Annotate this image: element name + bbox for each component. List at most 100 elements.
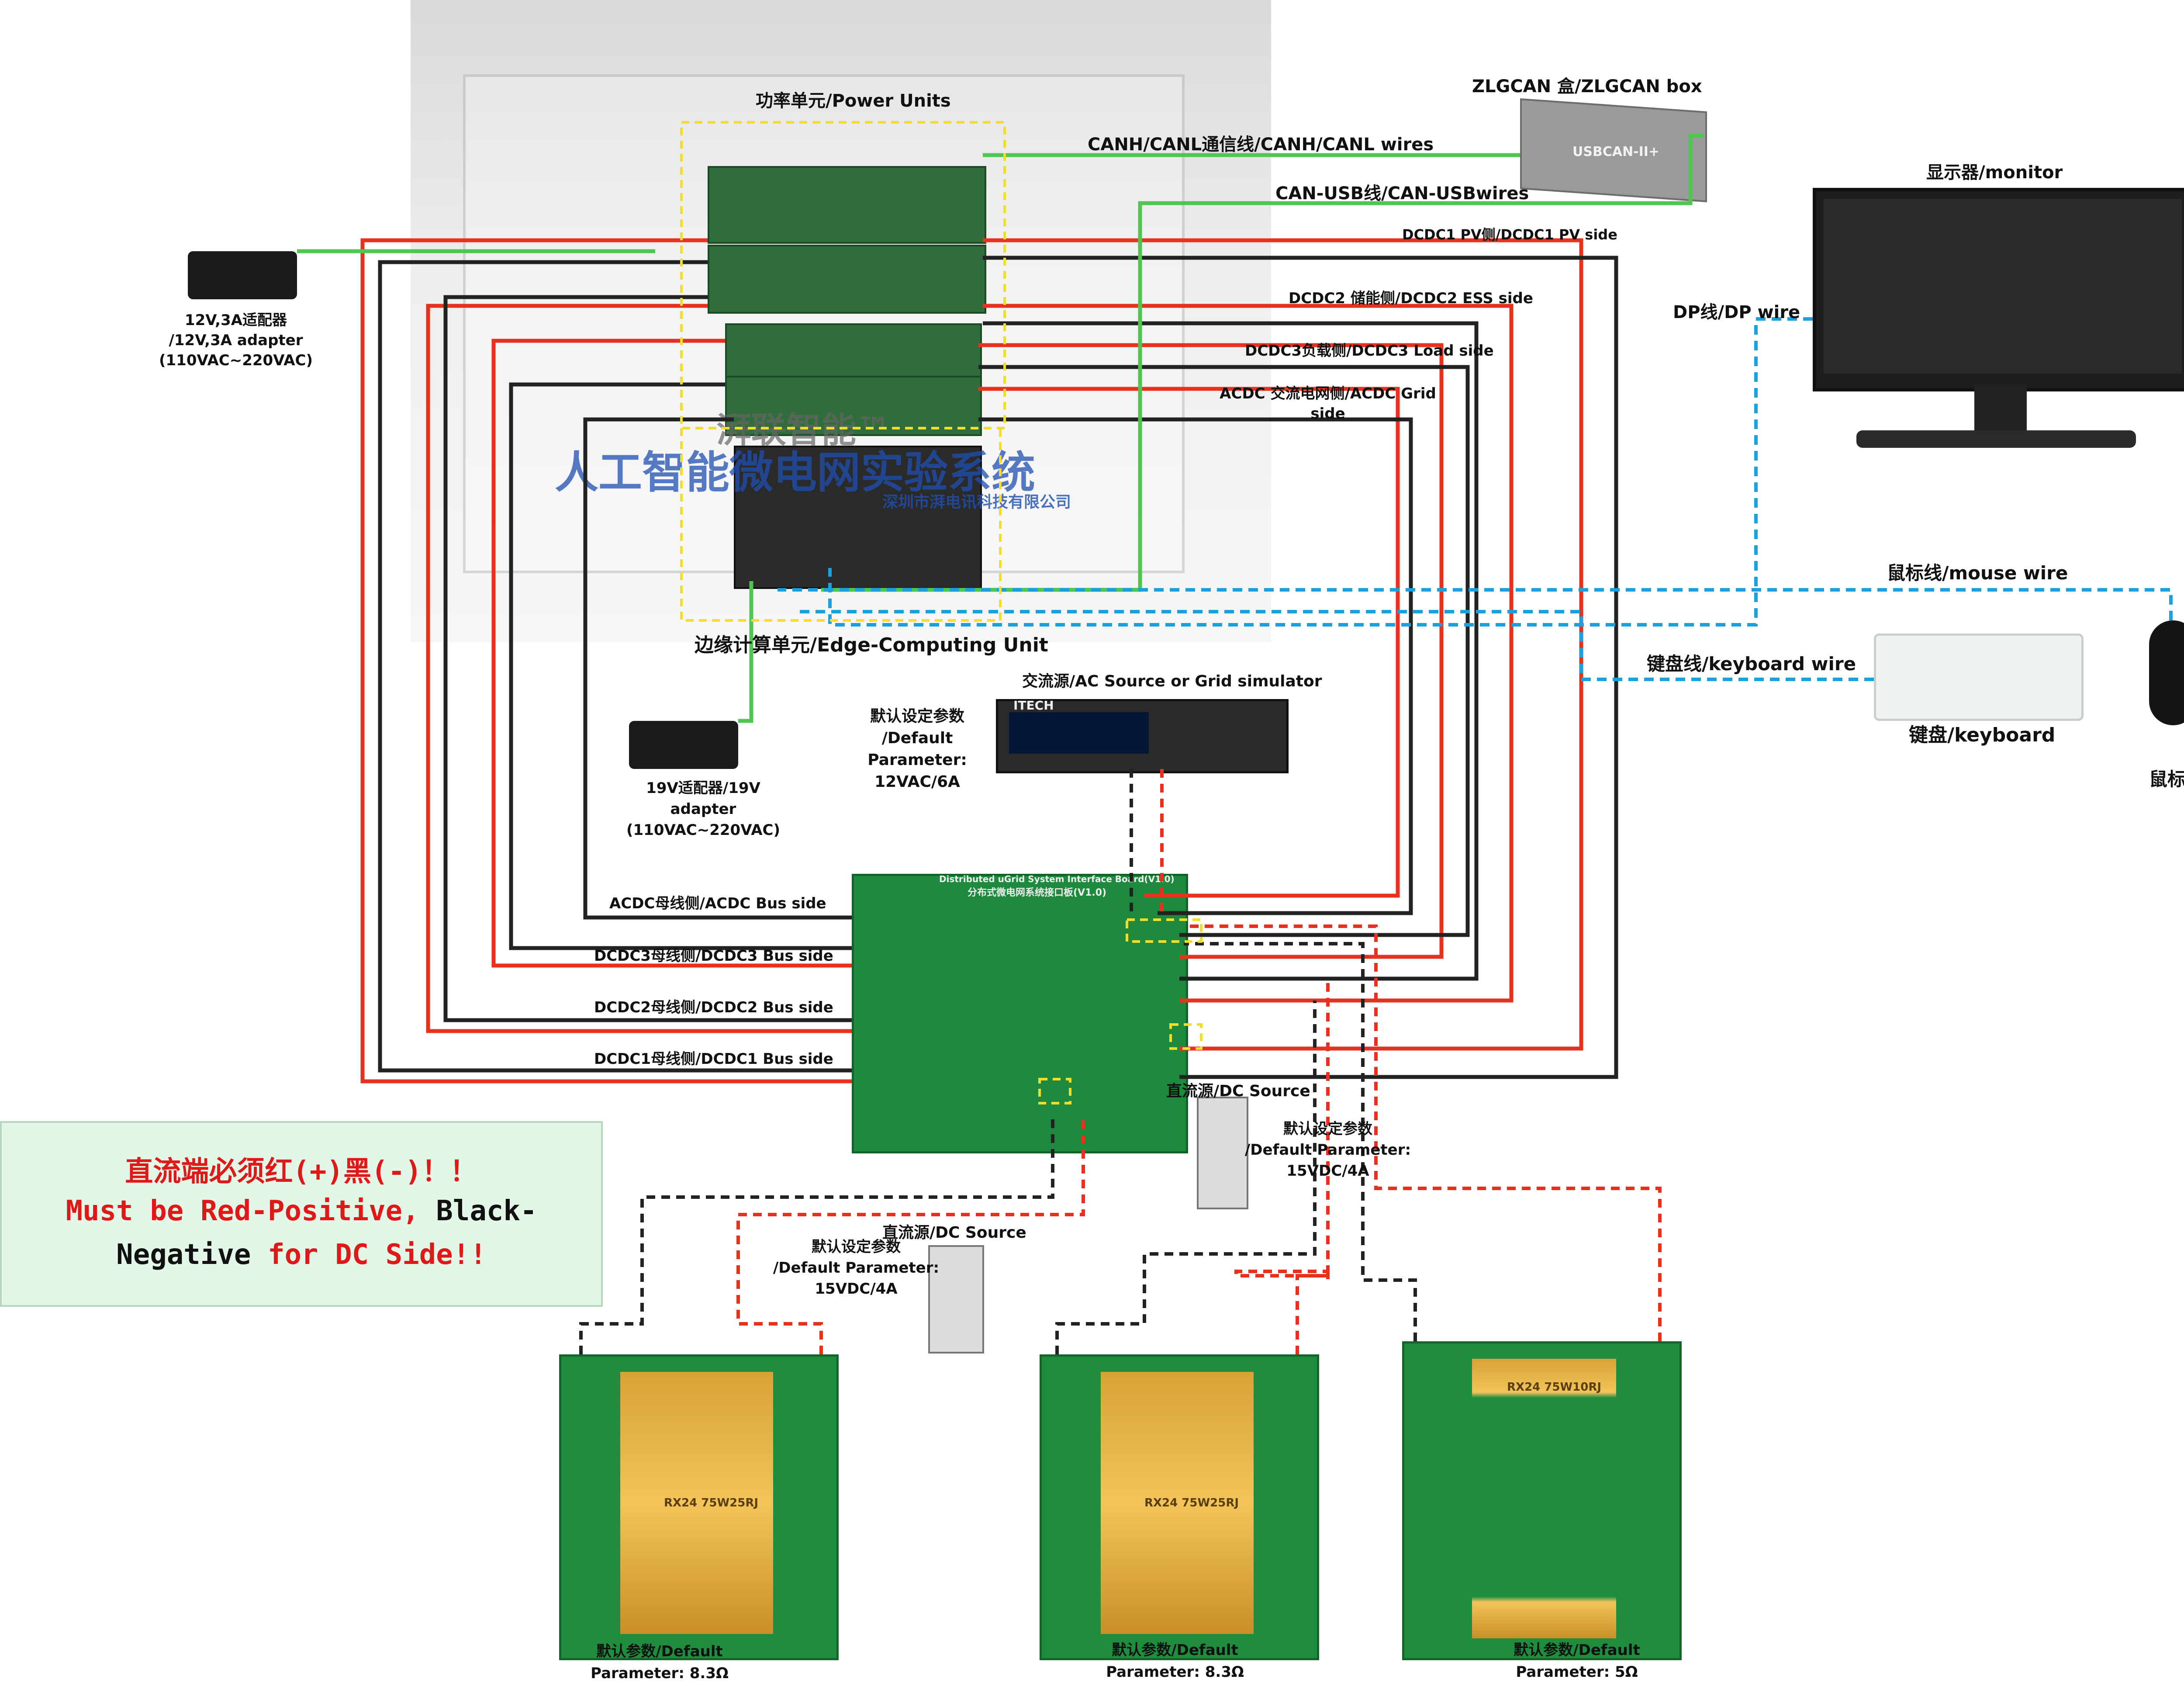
ac-source-label: 交流源/AC Source or Grid simulator bbox=[1022, 672, 1322, 690]
ac-default-label: 默认设定参数 /Default Parameter: 12VAC/6A bbox=[867, 707, 967, 791]
warning-red-positive: Must be Red-Positive, bbox=[66, 1195, 419, 1227]
load-board-1-resistor-label: RX24 75W25RJ bbox=[664, 1496, 759, 1509]
dashed-dc-wires bbox=[579, 769, 1662, 1354]
dcdc2-red-wire bbox=[426, 304, 852, 1033]
ac-source-brand: ITECH bbox=[1013, 698, 1054, 713]
mouse-label: 鼠标/mouse bbox=[2149, 769, 2184, 790]
monitor-stand bbox=[1974, 384, 2027, 433]
adapter-12v bbox=[188, 251, 297, 299]
load-board-2-resistors bbox=[1101, 1372, 1254, 1634]
monitor-screen bbox=[1824, 199, 2182, 374]
load1-red-wire bbox=[736, 1118, 1085, 1354]
dc-default-2-label: 默认设定参数 /Default Parameter: 15VDC/4A bbox=[773, 1238, 940, 1298]
load-3-label: 默认参数/Default Parameter: 5Ω bbox=[1514, 1641, 1640, 1681]
keyboard-device bbox=[1874, 634, 2084, 721]
acdc-grid-black bbox=[978, 417, 1413, 915]
company-name: 深圳市湃电讯科技有限公司 bbox=[882, 493, 1071, 511]
warning-line-1: 直流端必须红(+)黑(-)！！ bbox=[125, 1156, 478, 1188]
brand-logo-text: 湃联智能™ bbox=[716, 410, 891, 450]
acdc-grid-label: ACDC 交流电网侧/ACDC Grid side bbox=[1220, 385, 1436, 422]
mouse-wire bbox=[778, 588, 2173, 620]
dp-wire bbox=[828, 317, 1813, 627]
canh-wires-label: CANH/CANL通信线/CANH/CANL wires bbox=[1088, 135, 1434, 155]
power-units-highlight bbox=[680, 121, 1006, 429]
power-board-2 bbox=[708, 245, 986, 314]
adapter-19v-wire bbox=[738, 581, 753, 723]
dcdc2-black-wire bbox=[443, 295, 852, 1022]
dcdc2-ess-red bbox=[983, 304, 1514, 1003]
power-units-label: 功率单元/Power Units bbox=[756, 91, 951, 111]
monitor-label: 显示器/monitor bbox=[1926, 163, 2063, 183]
dcdc2-bus-label: DCDC2母线侧/DCDC2 Bus side bbox=[594, 999, 833, 1016]
dc-source-1 bbox=[1197, 1097, 1248, 1209]
can-usb-wires-label: CAN-USB线/CAN-USBwires bbox=[1275, 183, 1529, 204]
bus-terminal-highlight bbox=[1126, 918, 1203, 943]
monitor-base bbox=[1856, 430, 2136, 448]
black-wires bbox=[378, 256, 1618, 1079]
system-title: 人工智能微电网实验系统 bbox=[555, 447, 1035, 498]
edge-unit-label: 边缘计算单元/Edge-Computing Unit bbox=[695, 634, 1048, 656]
dcdc1-pv-red-wire bbox=[360, 238, 852, 1084]
zlgcan-device-label: USBCAN-II+ bbox=[1572, 144, 1660, 159]
load3-red-wire bbox=[1184, 924, 1662, 1341]
red-wires bbox=[360, 238, 1583, 1084]
load2-red-wire bbox=[1234, 983, 1330, 1354]
blue-wires bbox=[778, 317, 2173, 681]
warning-line-3: Negative for DC Side!! bbox=[2, 1233, 601, 1277]
dc-source-1-label: 直流源/DC Source bbox=[1166, 1082, 1310, 1100]
adapter-19v bbox=[629, 721, 738, 769]
interface-board-title-cn: 分布式微电网系统接口板(V1.0) bbox=[968, 887, 1107, 898]
ac-source-display bbox=[1009, 712, 1149, 754]
power-board-1 bbox=[708, 166, 986, 244]
adapter-12v-label: 12V,3A适配器 /12V,3A adapter (110VAC~220VAC… bbox=[159, 312, 313, 369]
zlgcan-box-label: ZLGCAN 盒/ZLGCAN box bbox=[1472, 76, 1702, 97]
keyboard-wire bbox=[795, 610, 1874, 681]
power-board-4 bbox=[725, 376, 982, 436]
keyboard-wire-label: 键盘线/keyboard wire bbox=[1647, 653, 1856, 675]
green-wires bbox=[297, 133, 1704, 723]
warning-black-prefix: Black- bbox=[419, 1195, 537, 1227]
acdc-red-wire bbox=[978, 387, 1400, 898]
warning-line-2: Must be Red-Positive, Black- bbox=[2, 1189, 601, 1233]
dcdc1-pv-label: DCDC1 PV侧/DCDC1 PV side bbox=[1402, 226, 1617, 243]
dc-terminal-highlight bbox=[1169, 1023, 1203, 1050]
warning-negative: Negative bbox=[116, 1239, 251, 1271]
dcdc3-load-label: DCDC3负载侧/DCDC3 Load side bbox=[1245, 342, 1494, 360]
dcdc1-pv-black bbox=[983, 256, 1618, 1079]
load-terminal-highlight bbox=[1038, 1078, 1071, 1104]
interface-board-title: Distributed uGrid System Interface Board… bbox=[939, 874, 1175, 884]
dcdc2-ess-black bbox=[983, 321, 1479, 981]
edge-unit-highlight bbox=[680, 428, 1002, 622]
load-board-1-resistors bbox=[620, 1372, 773, 1634]
dc-polarity-warning: 直流端必须红(+)黑(-)！！ Must be Red-Positive, Bl… bbox=[0, 1121, 603, 1307]
warning-for-dc-side: for DC Side!! bbox=[251, 1239, 487, 1271]
power-board-3 bbox=[725, 323, 982, 384]
dc-source-2 bbox=[928, 1245, 984, 1354]
mouse-device bbox=[2149, 620, 2184, 725]
mouse-wire-label: 鼠标线/mouse wire bbox=[1887, 562, 2068, 584]
load-2-label: 默认参数/Default Parameter: 8.3Ω bbox=[1106, 1641, 1244, 1681]
can-usb-wire bbox=[821, 133, 1704, 592]
dcdc3-black-wire bbox=[509, 382, 852, 950]
load-board-2-resistor-label: RX24 75W25RJ bbox=[1144, 1496, 1239, 1509]
dcdc1-pv-red-to-source bbox=[983, 238, 1583, 1051]
dcdc3-load-red bbox=[978, 343, 1444, 959]
yellow-highlights bbox=[680, 121, 1203, 1104]
load1-black-wire bbox=[579, 1118, 1054, 1354]
load2-black-wire bbox=[1055, 1001, 1317, 1354]
dcdc1-black-wire bbox=[378, 260, 852, 1073]
adapter-19v-label: 19V适配器/19V adapter (110VAC~220VAC) bbox=[626, 779, 781, 839]
dcdc1-bus-label: DCDC1母线侧/DCDC1 Bus side bbox=[594, 1050, 833, 1068]
dc-source-2-label: 直流源/DC Source bbox=[882, 1224, 1026, 1242]
acdc-black-wire bbox=[583, 417, 852, 920]
load3-black-wire bbox=[1184, 942, 1417, 1341]
load-board-3-resistor-label: RX24 75W10RJ bbox=[1507, 1381, 1602, 1394]
edge-computing-board bbox=[734, 446, 982, 589]
load-board-3-resistors bbox=[1472, 1359, 1616, 1638]
dcdc3-red-wire bbox=[491, 339, 852, 968]
dc-default-1-label: 默认设定参数 /Default Parameter: 15VDC/4A bbox=[1244, 1120, 1411, 1180]
dp-wire-label: DP线/DP wire bbox=[1673, 302, 1800, 322]
acdc-bus-label: ACDC母线侧/ACDC Bus side bbox=[609, 895, 826, 912]
